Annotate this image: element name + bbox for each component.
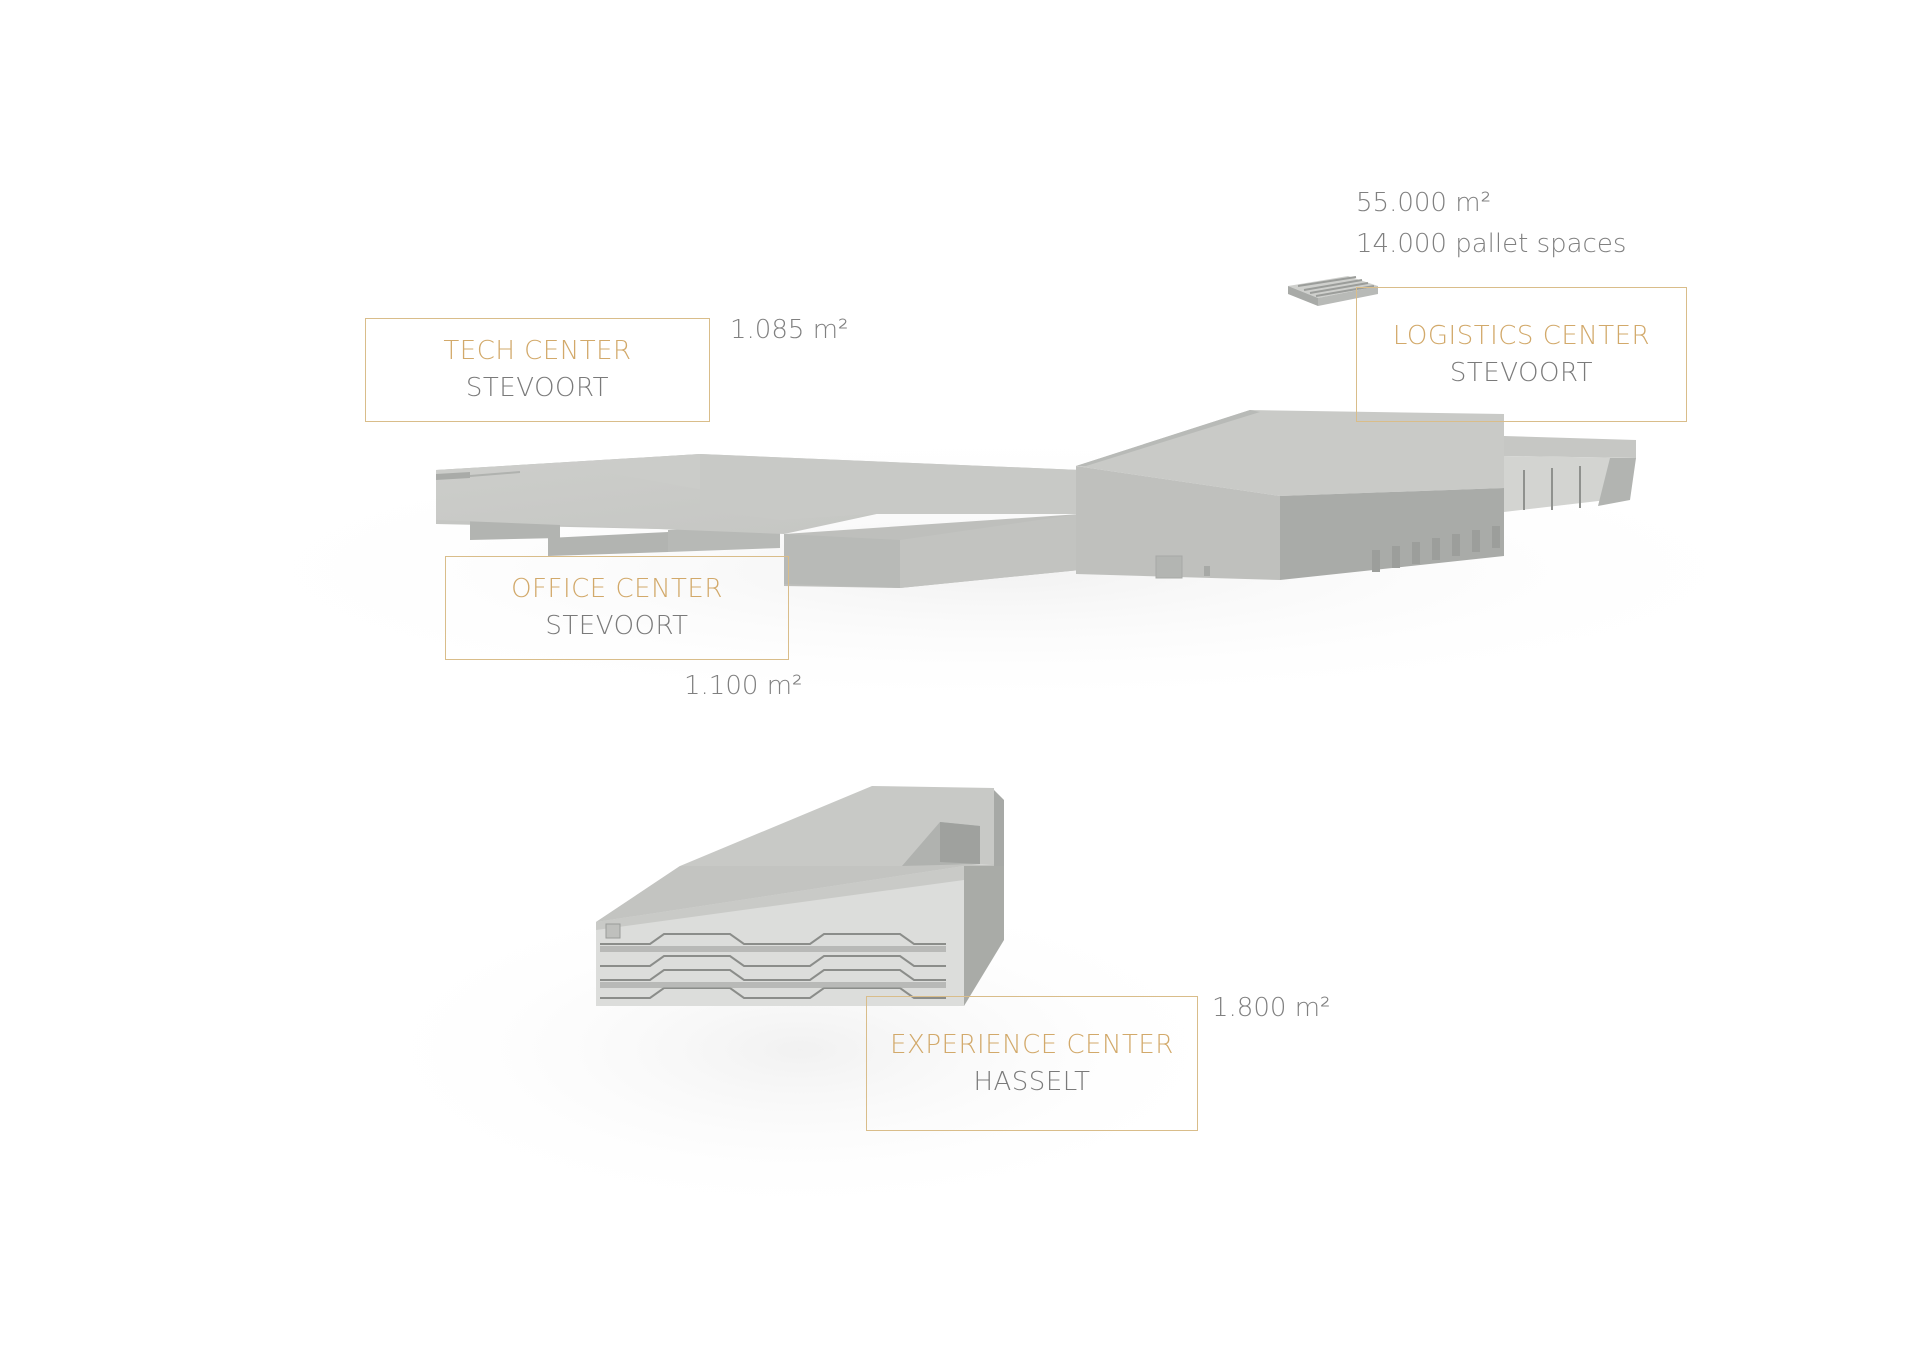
experience-building — [596, 786, 1004, 1006]
experience-center-city: HASSELT — [973, 1066, 1091, 1097]
tech-office-building — [436, 454, 1080, 588]
office-center-title: OFFICE CENTER — [511, 574, 723, 604]
tech-center-area: 1.085 m² — [730, 315, 849, 345]
logistics-building — [1076, 410, 1636, 580]
office-center-area: 1.100 m² — [684, 671, 803, 701]
tech-center-label: TECH CENTER STEVOORT — [365, 318, 710, 422]
logistics-center-label: LOGISTICS CENTER STEVOORT — [1356, 287, 1687, 422]
pallet-icon — [1288, 276, 1378, 306]
logistics-center-city: STEVOORT — [1449, 357, 1594, 388]
tech-center-city: STEVOORT — [465, 373, 610, 403]
ground-shadow — [350, 880, 1250, 1220]
tech-center-title: TECH CENTER — [443, 336, 632, 366]
logistics-center-area: 55.000 m² — [1356, 188, 1491, 218]
experience-center-title: EXPERIENCE CENTER — [890, 1029, 1174, 1060]
experience-center-label: EXPERIENCE CENTER HASSELT — [866, 996, 1198, 1131]
office-center-city: STEVOORT — [545, 611, 689, 641]
logistics-pallet-spaces: 14.000 pallet spaces — [1356, 229, 1627, 259]
office-center-label: OFFICE CENTER STEVOORT — [445, 556, 789, 660]
experience-center-area: 1.800 m² — [1212, 993, 1331, 1023]
logistics-center-title: LOGISTICS CENTER — [1392, 320, 1651, 351]
